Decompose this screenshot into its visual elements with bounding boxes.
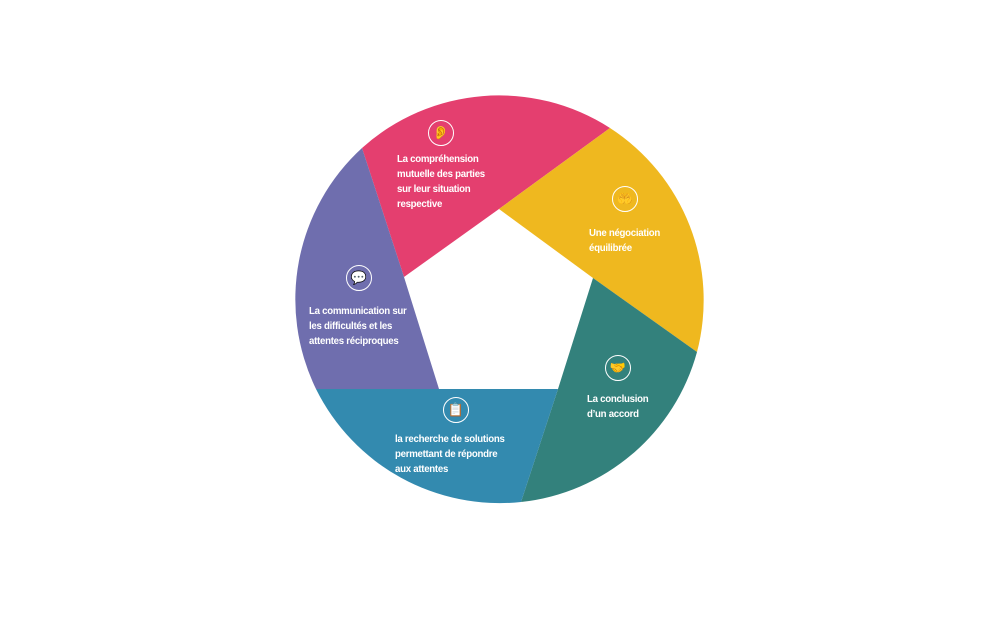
- label-line: d’un accord: [587, 408, 639, 420]
- label-line: aux attentes: [395, 463, 449, 475]
- label-line: Une négociation: [589, 227, 661, 239]
- label-communication: La communication sur les difficultés et …: [309, 304, 407, 349]
- segment-conclusion: [521, 278, 697, 502]
- label-line: respective: [397, 198, 443, 210]
- hands-icon: 🤲: [612, 186, 638, 212]
- label-line: mutuelle des parties: [397, 168, 485, 180]
- segment-recherche: [316, 389, 558, 504]
- label-line: La compréhension: [397, 153, 479, 165]
- label-recherche: la recherche de solutions permettant de …: [395, 432, 505, 477]
- label-negociation: Une négociation équilibrée: [589, 226, 660, 256]
- ear-icon: 👂: [428, 120, 454, 146]
- segment-comprehension: [362, 95, 610, 278]
- label-line: la recherche de solutions: [395, 433, 505, 445]
- speech-bubbles-icon: 💬: [346, 265, 372, 291]
- label-line: La communication sur: [309, 305, 407, 317]
- segment-negociation: [499, 128, 704, 352]
- label-comprehension: La compréhension mutuelle des parties su…: [397, 152, 485, 212]
- label-line: équilibrée: [589, 242, 632, 254]
- label-line: attentes réciproques: [309, 335, 399, 347]
- label-conclusion: La conclusion d’un accord: [587, 392, 649, 422]
- label-line: La conclusion: [587, 393, 649, 405]
- label-line: permettant de répondre: [395, 448, 498, 460]
- label-line: sur leur situation: [397, 183, 471, 195]
- handshake-icon: 🤝: [605, 355, 631, 381]
- label-line: les difficultés et les: [309, 320, 393, 332]
- clipboard-icon: 📋: [443, 397, 469, 423]
